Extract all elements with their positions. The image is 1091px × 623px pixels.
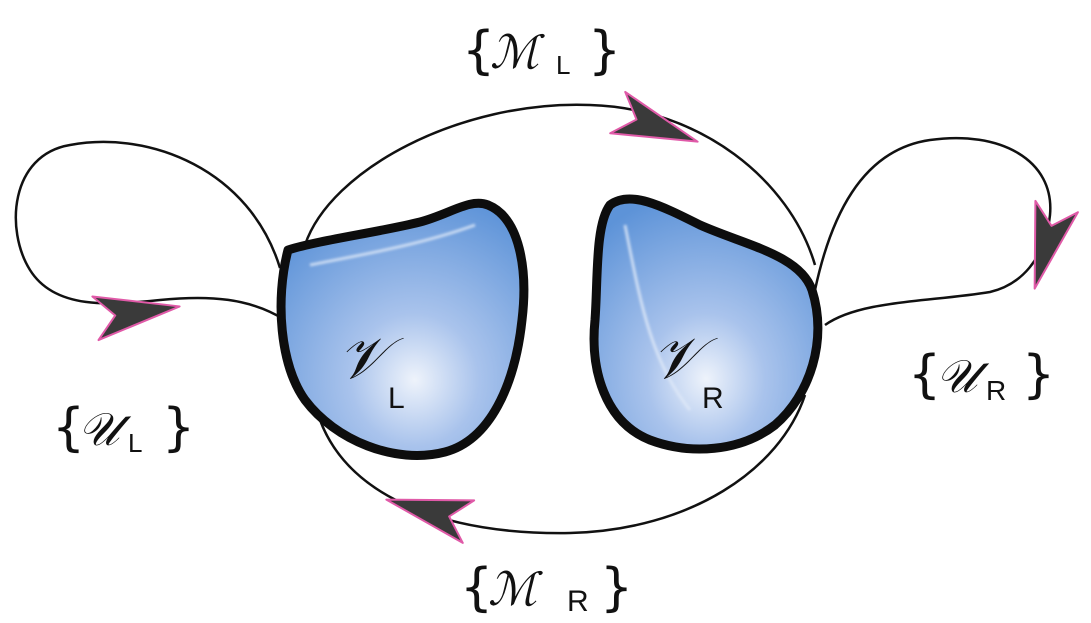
- node-v-right: 𝒱 R: [589, 194, 823, 454]
- label-u-left-open-brace: {: [52, 398, 85, 458]
- node-v-left-shape: [276, 198, 529, 460]
- label-u-left: { 𝒰 L }: [52, 398, 195, 458]
- central-loop-curve: [303, 103, 817, 535]
- node-v-left-highlight: [309, 223, 476, 267]
- node-v-right-highlight: [623, 224, 692, 411]
- label-m-left: { ℳ L }: [462, 21, 621, 81]
- label-u-right: { 𝒰 R }: [908, 345, 1055, 406]
- label-m-right-open-brace: {: [460, 558, 493, 618]
- label-u-left-subscript: L: [128, 428, 142, 458]
- arrowhead-icon: [1033, 199, 1079, 290]
- node-v-left-subscript: L: [388, 382, 405, 415]
- label-u-right-close-brace: }: [1022, 345, 1055, 405]
- label-m-left-subscript: L: [556, 50, 570, 80]
- left-self-loop-curve: [14, 140, 286, 322]
- label-m-right: { ℳ R }: [460, 558, 633, 618]
- arrowhead-icon: [91, 295, 181, 342]
- right-self-loop-curve: [813, 136, 1052, 327]
- label-m-right-symbol: ℳ: [488, 562, 543, 616]
- label-m-left-close-brace: }: [588, 21, 621, 81]
- label-m-left-open-brace: {: [462, 21, 495, 81]
- node-v-right-shape: [589, 194, 823, 454]
- label-m-right-close-brace: }: [600, 558, 633, 618]
- label-u-left-close-brace: }: [162, 398, 195, 458]
- label-u-right-symbol: 𝒰: [936, 349, 990, 403]
- label-m-left-symbol: ℳ: [490, 25, 545, 79]
- arrowhead-icon: [609, 90, 699, 143]
- label-m-right-subscript: R: [567, 585, 589, 618]
- label-u-right-open-brace: {: [908, 345, 941, 405]
- node-v-right-subscript: R: [702, 382, 724, 415]
- label-u-left-symbol: 𝒰: [78, 402, 132, 456]
- label-u-right-subscript: R: [986, 375, 1006, 406]
- arrowhead-icon: [385, 498, 476, 544]
- node-v-left: 𝒱 L: [276, 198, 529, 460]
